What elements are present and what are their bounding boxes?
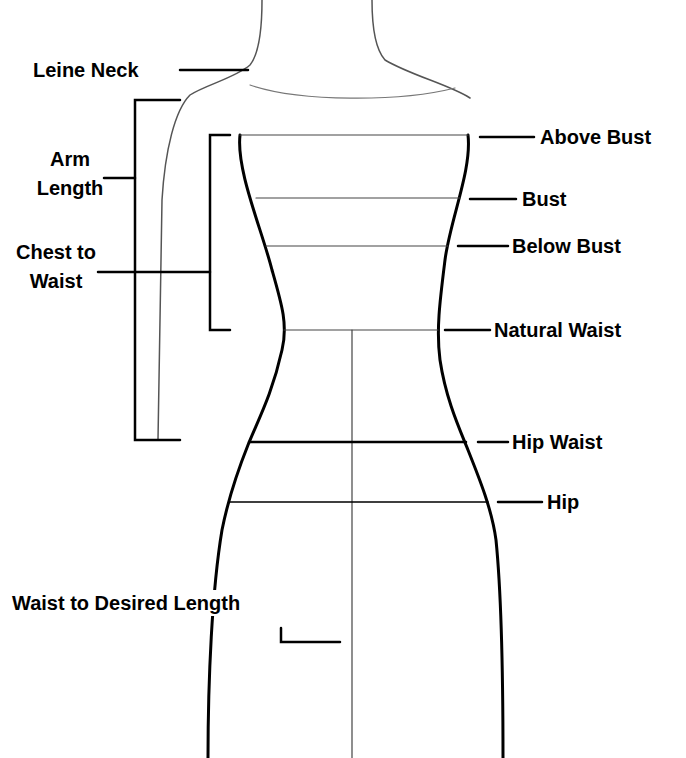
arm-length-bracket [135, 100, 180, 440]
center-line [351, 330, 352, 758]
leader-line [458, 245, 508, 248]
hip-waist-line [249, 441, 466, 444]
measurement-label: Bust [520, 186, 568, 212]
natural-waist-line [284, 329, 438, 330]
leader-line [470, 198, 516, 201]
measurement-label: Above Bust [538, 124, 653, 150]
above-bust-line [240, 134, 468, 135]
measurement-label: Waist to Desired Length [10, 590, 242, 616]
measurement-label: Arm Length [30, 145, 110, 203]
measurement-label: Natural Waist [492, 317, 623, 343]
leader-line [98, 271, 210, 274]
measurement-label: Below Bust [510, 233, 623, 259]
neck-right-shoulder [372, 0, 470, 98]
body-right-outline [438, 135, 503, 758]
below-bust-line [266, 245, 448, 246]
body-left-outline [208, 135, 284, 758]
leader-line [478, 441, 508, 444]
leader-line [498, 501, 542, 504]
leader-line [180, 69, 248, 72]
leader-line [104, 177, 135, 180]
measurement-label: Hip [545, 489, 581, 515]
measurement-label: Leine Neck [31, 57, 141, 83]
leader-line [281, 628, 340, 642]
measurement-label: Hip Waist [510, 429, 604, 455]
neckline [250, 85, 455, 98]
measurement-label: Chest to Waist [12, 238, 100, 296]
leader-line [445, 329, 490, 332]
hip-line [229, 501, 488, 503]
chest-to-waist-bracket [210, 135, 230, 330]
leader-line [480, 136, 534, 139]
neck-left-shoulder-arm [158, 0, 262, 440]
bust-line [256, 197, 460, 198]
